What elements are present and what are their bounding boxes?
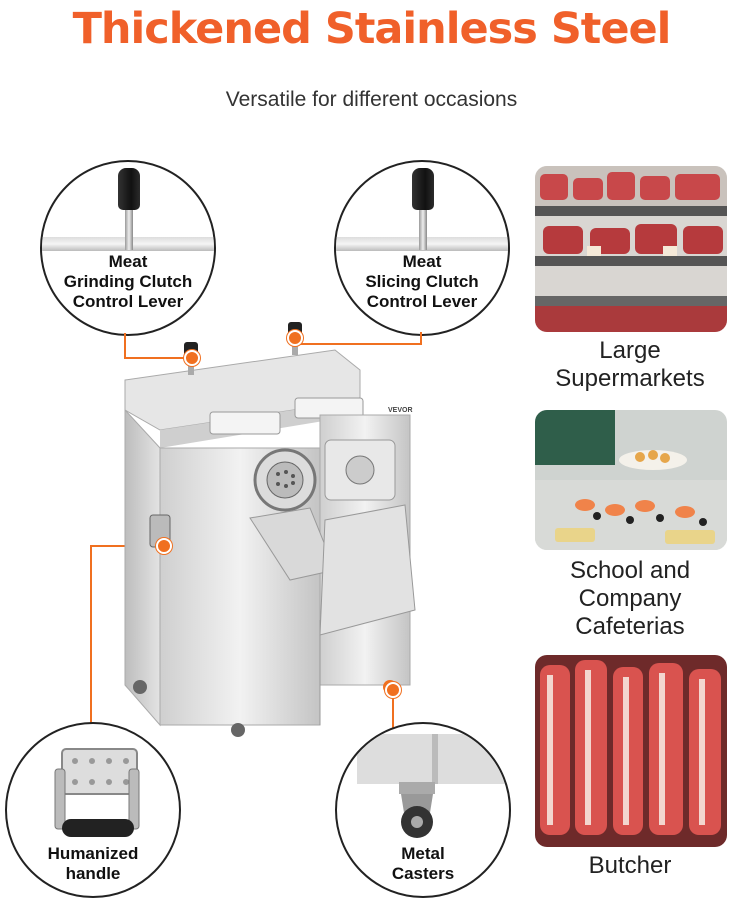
caster-wheel-icon: [357, 734, 509, 838]
meat-grinder-slicer-machine: [124, 322, 416, 737]
brand-badge: VEVOR: [388, 407, 413, 414]
occasion-label-cafeterias: School and Company Cafeterias: [569, 557, 691, 640]
casters-label: Metal Casters: [391, 844, 455, 883]
folding-handle-icon: [54, 748, 140, 837]
lever-knob-icon: [412, 168, 434, 210]
casters-connector: [392, 688, 394, 732]
grinding-lever-callout: Meat Grinding Clutch Control Lever: [40, 160, 216, 336]
handle-marker: [156, 538, 172, 554]
lever-rod: [419, 210, 427, 250]
grinding-lever-marker: [184, 350, 200, 366]
casters-callout: Metal Casters: [335, 722, 511, 898]
lever-knob-icon: [118, 168, 140, 210]
page-title: Thickened Stainless Steel: [72, 4, 672, 54]
grinding-lever-label: Meat Grinding Clutch Control Lever: [63, 252, 193, 311]
handle-callout: Humanized handle: [5, 722, 181, 898]
cafeteria-photo: [535, 410, 727, 550]
slicing-lever-connector-up: [420, 332, 422, 344]
casters-marker: [385, 682, 401, 698]
butcher-photo: [535, 655, 727, 847]
handle-label: Humanized handle: [47, 844, 139, 883]
slicing-lever-callout: Meat Slicing Clutch Control Lever: [334, 160, 510, 336]
slicing-lever-marker: [287, 330, 303, 346]
page-subtitle: Versatile for different occasions: [225, 88, 518, 111]
lever-rod: [125, 210, 133, 250]
occasion-label-butcher: Butcher: [588, 852, 672, 879]
occasion-label-supermarkets: Large Supermarkets: [555, 337, 705, 392]
supermarket-photo: [535, 166, 727, 332]
grinding-lever-connector: [124, 333, 192, 359]
slicing-lever-label: Meat Slicing Clutch Control Lever: [365, 252, 479, 311]
